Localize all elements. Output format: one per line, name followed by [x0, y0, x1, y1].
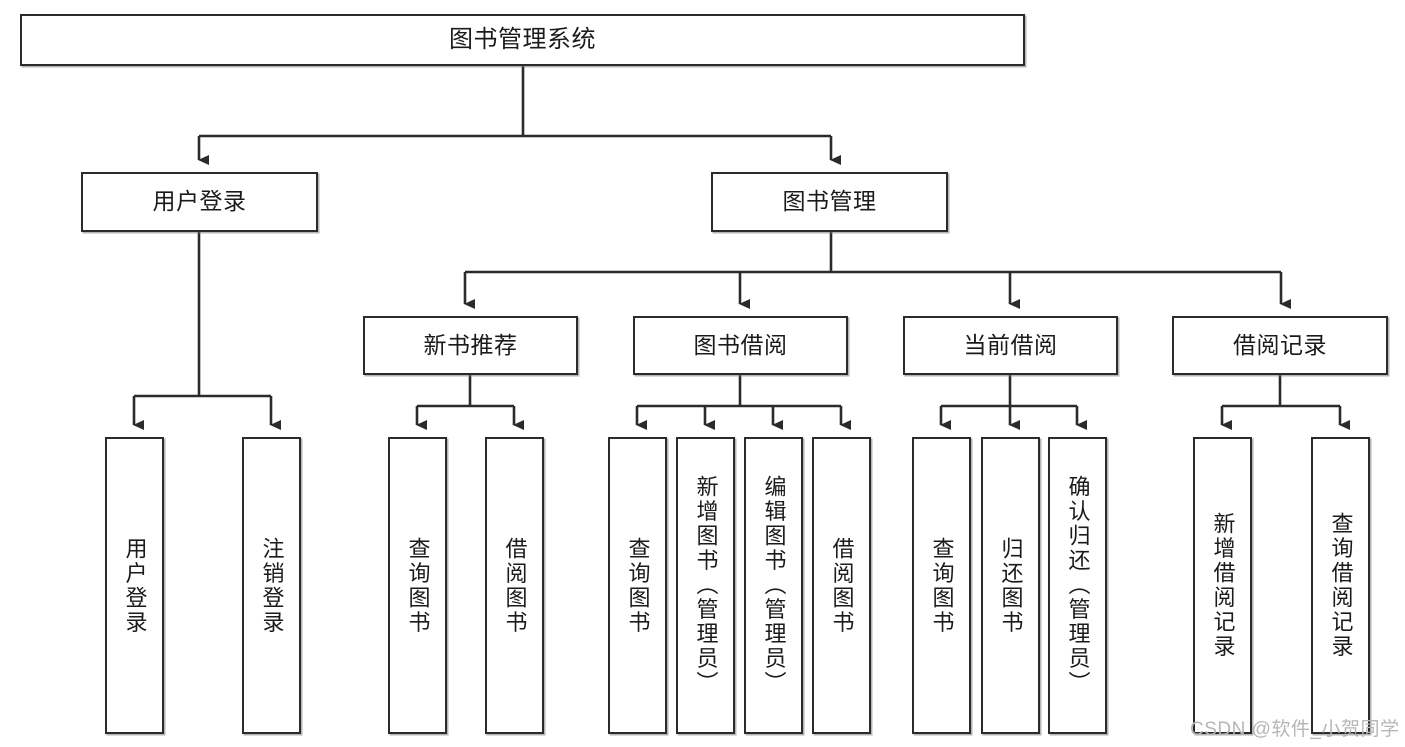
node-label: 借阅记录 [1233, 331, 1327, 358]
node-root-book-management-system[interactable]: 图书管理系统 [20, 14, 1025, 66]
leaf-borrow-record-add-record[interactable]: 新增借阅记录 [1193, 437, 1252, 734]
node-current-borrow[interactable]: 当前借阅 [903, 316, 1118, 375]
leaf-book-borrow-query-books[interactable]: 查询图书 [608, 437, 667, 734]
node-label: 确认归还（管理员） [1065, 475, 1091, 696]
leaf-book-borrow-edit-book-admin[interactable]: 编辑图书（管理员） [744, 437, 803, 734]
leaf-new-book-borrow-books[interactable]: 借阅图书 [485, 437, 544, 734]
node-label: 编辑图书（管理员） [761, 475, 787, 696]
node-label: 图书借阅 [693, 331, 788, 358]
node-label: 查询图书 [929, 536, 955, 635]
node-label: 图书管理 [782, 188, 877, 215]
node-label: 借阅图书 [502, 536, 528, 635]
leaf-user-login-logout[interactable]: 注销登录 [242, 437, 301, 734]
node-label: 借阅图书 [829, 536, 855, 635]
leaf-current-borrow-return-books[interactable]: 归还图书 [981, 437, 1040, 734]
node-label: 新增借阅记录 [1210, 512, 1236, 659]
node-book-management[interactable]: 图书管理 [711, 172, 948, 232]
node-label: 新增图书（管理员） [693, 475, 719, 696]
node-label: 归还图书 [998, 536, 1024, 635]
node-label: 查询借阅记录 [1328, 512, 1354, 659]
node-label: 注销登录 [259, 536, 285, 635]
node-label: 当前借阅 [963, 331, 1058, 358]
node-label: 图书管理系统 [449, 25, 596, 53]
node-user-login[interactable]: 用户登录 [81, 172, 318, 232]
leaf-current-borrow-confirm-return-admin[interactable]: 确认归还（管理员） [1048, 437, 1107, 734]
node-label: 用户登录 [152, 188, 247, 215]
node-book-borrow[interactable]: 图书借阅 [633, 316, 848, 375]
leaf-current-borrow-query-books[interactable]: 查询图书 [912, 437, 971, 734]
leaf-book-borrow-add-book-admin[interactable]: 新增图书（管理员） [676, 437, 735, 734]
node-label: 新书推荐 [423, 331, 518, 358]
leaf-borrow-record-query-record[interactable]: 查询借阅记录 [1311, 437, 1370, 734]
node-label: 查询图书 [405, 536, 431, 635]
leaf-new-book-query-books[interactable]: 查询图书 [388, 437, 447, 734]
watermark-text: CSDN @软件_小贺同学 [1190, 719, 1400, 740]
node-label: 用户登录 [122, 536, 148, 635]
node-borrow-record[interactable]: 借阅记录 [1172, 316, 1388, 375]
leaf-user-login-login[interactable]: 用户登录 [105, 437, 164, 734]
node-new-book-recommend[interactable]: 新书推荐 [363, 316, 578, 375]
node-label: 查询图书 [625, 536, 651, 635]
leaf-book-borrow-borrow-books[interactable]: 借阅图书 [812, 437, 871, 734]
